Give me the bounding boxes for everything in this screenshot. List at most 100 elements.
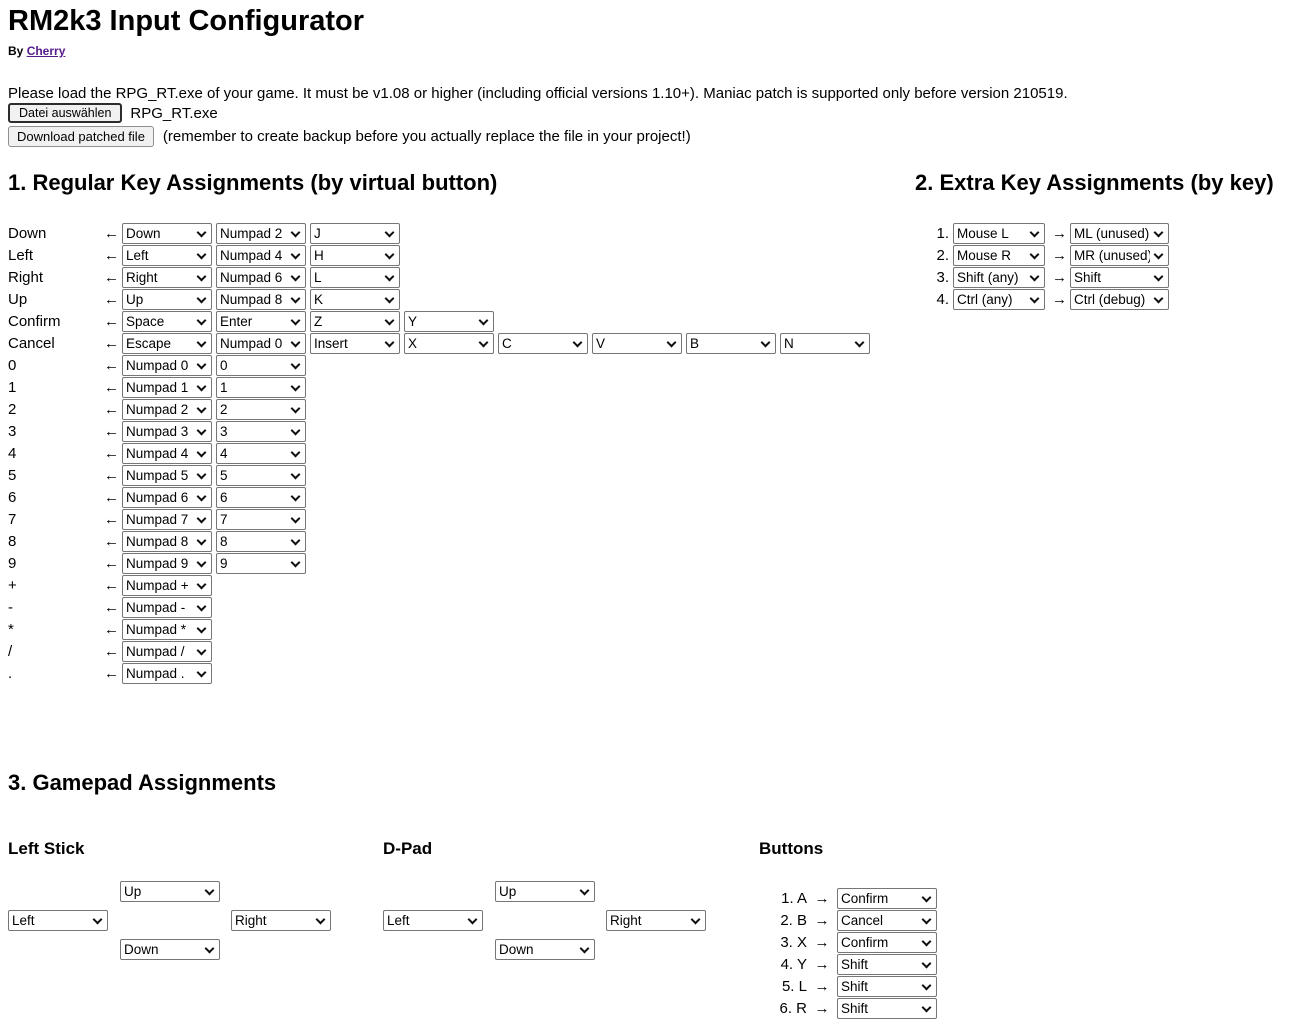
row-number: 2. (936, 246, 949, 264)
left-stick-down-select[interactable]: Down (120, 939, 220, 960)
key-select[interactable]: 1 (216, 376, 306, 398)
button-action-select[interactable]: Cancel (837, 909, 937, 931)
extra-keys-heading: 2. Extra Key Assignments (by key) (915, 170, 1274, 195)
key-select[interactable]: Insert (310, 332, 400, 354)
button-action-select[interactable]: Shift (837, 953, 937, 975)
right-arrow-icon: → (1052, 224, 1067, 242)
key-row-minus: - ← Numpad - (8, 596, 874, 618)
key-select[interactable]: N (780, 332, 870, 354)
key-select[interactable]: 7 (216, 508, 306, 530)
regular-keys-heading: 1. Regular Key Assignments (by virtual b… (8, 170, 498, 195)
key-select[interactable]: Numpad 7 (122, 508, 212, 530)
key-select[interactable]: Numpad 1 (122, 376, 212, 398)
left-arrow-icon: ← (104, 642, 119, 660)
key-select[interactable]: Numpad 6 (122, 486, 212, 508)
key-select[interactable]: 9 (216, 552, 306, 574)
key-select[interactable]: Y (404, 310, 494, 332)
button-action-select[interactable]: Confirm (837, 887, 937, 909)
key-row-num7: 7 ← Numpad 7 7 (8, 508, 874, 530)
download-row: Download patched file (remember to creat… (8, 126, 691, 147)
key-select[interactable]: Numpad 2 (216, 222, 306, 244)
key-select[interactable]: K (310, 288, 400, 310)
mapped-action-select[interactable]: MR (unused) (1070, 244, 1169, 266)
choose-file-button[interactable]: Datei auswählen (8, 103, 123, 123)
left-arrow-icon: ← (104, 334, 119, 352)
physical-key-select[interactable]: Shift (any) (953, 266, 1045, 288)
key-select[interactable]: X (404, 332, 494, 354)
key-select[interactable]: Numpad 5 (122, 464, 212, 486)
key-select[interactable]: Numpad 6 (216, 266, 306, 288)
button-action-select[interactable]: Shift (837, 997, 937, 1019)
key-select[interactable]: Escape (122, 332, 212, 354)
key-select[interactable]: Numpad / (122, 640, 212, 662)
key-select[interactable]: Numpad 3 (122, 420, 212, 442)
key-select[interactable]: Numpad 4 (216, 244, 306, 266)
dpad-left-select[interactable]: Left (383, 910, 483, 931)
virtual-button-label: 9 (8, 554, 17, 572)
key-select[interactable]: 2 (216, 398, 306, 420)
gamepad-buttons-table: 1. A → Confirm 2. B → Cancel 3. X → Conf… (759, 887, 941, 1019)
key-select[interactable]: L (310, 266, 400, 288)
right-arrow-icon: → (1052, 268, 1067, 286)
left-stick-left-select[interactable]: Left (8, 910, 108, 931)
key-select[interactable]: 5 (216, 464, 306, 486)
key-select[interactable]: Left (122, 244, 212, 266)
mapped-action-select[interactable]: ML (unused) (1070, 222, 1169, 244)
key-select[interactable]: Numpad 0 (216, 332, 306, 354)
key-select[interactable]: Numpad 8 (122, 530, 212, 552)
key-row-confirm: Confirm ← Space Enter Z Y (8, 310, 874, 332)
key-select[interactable]: V (592, 332, 682, 354)
extra-key-row: 2. Mouse R → MR (unused) (936, 244, 1173, 266)
mapped-action-select[interactable]: Shift (1070, 266, 1169, 288)
key-select[interactable]: Numpad 9 (122, 552, 212, 574)
download-patched-file-button[interactable]: Download patched file (8, 126, 154, 147)
key-select[interactable]: Numpad 0 (122, 354, 212, 376)
button-label: 4. Y (780, 955, 807, 973)
key-select[interactable]: Numpad 8 (216, 288, 306, 310)
author-link[interactable]: Cherry (26, 44, 66, 58)
key-select[interactable]: Numpad . (122, 662, 212, 684)
key-row-num9: 9 ← Numpad 9 9 (8, 552, 874, 574)
key-select[interactable]: H (310, 244, 400, 266)
key-select[interactable]: B (686, 332, 776, 354)
key-select[interactable]: C (498, 332, 588, 354)
key-select[interactable]: 3 (216, 420, 306, 442)
key-select[interactable]: J (310, 222, 400, 244)
left-stick-right-select[interactable]: Right (231, 910, 331, 931)
key-row-plus: + ← Numpad + (8, 574, 874, 596)
button-action-select[interactable]: Shift (837, 975, 937, 997)
button-action-select[interactable]: Confirm (837, 931, 937, 953)
key-select[interactable]: Up (122, 288, 212, 310)
left-stick-up-select[interactable]: Up (120, 881, 220, 902)
row-number: 3. (936, 268, 949, 286)
dpad-right-select[interactable]: Right (606, 910, 706, 931)
physical-key-select[interactable]: Mouse L (953, 222, 1045, 244)
key-select[interactable]: Down (122, 222, 212, 244)
key-select[interactable]: Numpad * (122, 618, 212, 640)
key-select[interactable]: Numpad - (122, 596, 212, 618)
key-select[interactable]: 4 (216, 442, 306, 464)
button-label: 6. R (779, 999, 807, 1017)
virtual-button-label: 4 (8, 444, 17, 462)
key-select[interactable]: Numpad 2 (122, 398, 212, 420)
mapped-action-select[interactable]: Ctrl (debug) (1070, 288, 1169, 310)
key-select[interactable]: Z (310, 310, 400, 332)
byline: By Cherry (8, 44, 65, 58)
key-select[interactable]: Enter (216, 310, 306, 332)
key-select[interactable]: 0 (216, 354, 306, 376)
key-select[interactable]: Right (122, 266, 212, 288)
dpad-down-select[interactable]: Down (495, 939, 595, 960)
key-select[interactable]: Numpad + (122, 574, 212, 596)
gamepad-button-row: 3. X → Confirm (759, 931, 941, 953)
left-arrow-icon: ← (104, 378, 119, 396)
key-select[interactable]: 6 (216, 486, 306, 508)
gamepad-button-row: 4. Y → Shift (759, 953, 941, 975)
physical-key-select[interactable]: Ctrl (any) (953, 288, 1045, 310)
key-select[interactable]: 8 (216, 530, 306, 552)
dpad-up-select[interactable]: Up (495, 881, 595, 902)
physical-key-select[interactable]: Mouse R (953, 244, 1045, 266)
virtual-button-label: + (8, 576, 17, 594)
left-arrow-icon: ← (104, 422, 119, 440)
key-select[interactable]: Numpad 4 (122, 442, 212, 464)
key-select[interactable]: Space (122, 310, 212, 332)
